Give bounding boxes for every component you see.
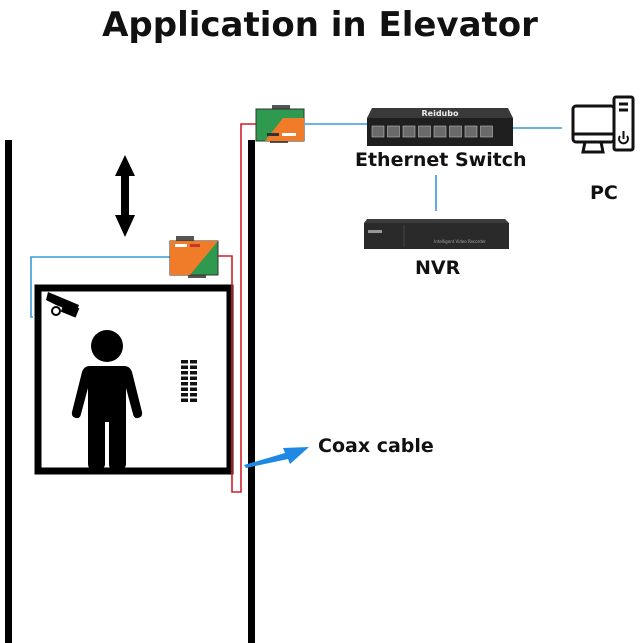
shaft-left-wall xyxy=(5,140,12,643)
page-title: Application in Elevator xyxy=(102,5,538,45)
nvr-label: NVR xyxy=(415,257,461,279)
coax-label: Coax cable xyxy=(318,435,434,457)
coax-cable xyxy=(207,123,260,493)
ethernet-switch-device: Reidubo xyxy=(367,108,513,146)
elevator-button xyxy=(181,376,188,380)
camera-icon xyxy=(46,292,80,318)
pc-label: PC xyxy=(590,182,618,204)
coax-pointer-arrow-icon xyxy=(244,447,309,468)
elevator-button xyxy=(190,393,197,397)
elevator-button xyxy=(181,382,188,386)
elevator-button xyxy=(181,365,188,369)
up-down-arrow-icon xyxy=(115,155,135,237)
button-panel-icon xyxy=(181,360,197,402)
elevator-button xyxy=(181,393,188,397)
nvr-device: Intelligent Video Recorder xyxy=(364,219,509,249)
switch-port xyxy=(433,125,447,138)
switch-port xyxy=(402,125,416,138)
extender-bottom xyxy=(169,236,219,278)
switch-port xyxy=(387,125,400,138)
switch-port xyxy=(464,125,478,138)
switch-brand-label: Reidubo xyxy=(422,109,459,118)
elevator-button xyxy=(190,365,197,369)
pc-icon xyxy=(571,95,635,154)
switch-port xyxy=(371,125,385,138)
elevator-car xyxy=(34,284,234,475)
elevator-button xyxy=(190,360,197,364)
elevator-button xyxy=(190,376,197,380)
switch-port xyxy=(480,125,493,138)
switch-port xyxy=(449,125,462,138)
person-icon xyxy=(71,330,143,469)
elevator-button xyxy=(190,387,197,391)
nvr-text: Intelligent Video Recorder xyxy=(434,239,486,244)
switch-port xyxy=(418,125,431,138)
switch-label: Ethernet Switch xyxy=(355,149,527,171)
shaft-right-wall xyxy=(248,140,255,643)
extender-top xyxy=(255,105,305,143)
elevator-button xyxy=(181,371,188,375)
elevator-button xyxy=(190,398,197,402)
elevator-button xyxy=(181,360,188,364)
elevator-button xyxy=(181,387,188,391)
elevator-button xyxy=(190,382,197,386)
elevator-button xyxy=(181,398,188,402)
camera-ethernet-cable xyxy=(30,256,172,318)
elevator-button xyxy=(190,371,197,375)
